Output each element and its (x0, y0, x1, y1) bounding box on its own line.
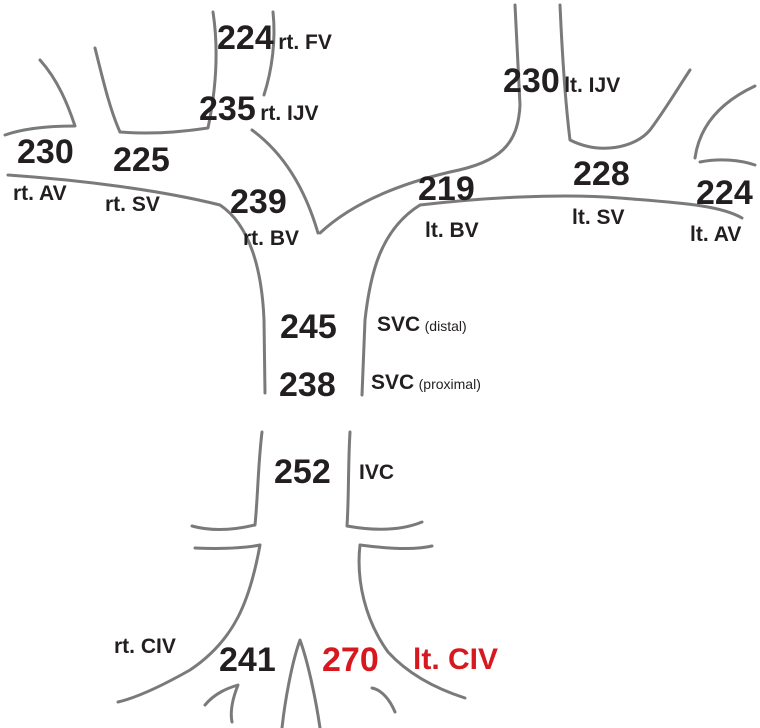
pelvic-branch-center (280, 638, 322, 728)
rt-iliac-branch-upper (193, 543, 262, 550)
lt-iliac-branch-upper (358, 543, 434, 551)
svc-distal-value: 245 (280, 308, 337, 346)
rt-ijv-value: 235 (199, 90, 256, 128)
rt-ijv-lower-wall (250, 128, 320, 235)
lt-av-name: lt. AV (690, 223, 742, 246)
rt-av-name: rt. AV (13, 182, 67, 205)
lt-civ-value: 270 (322, 641, 379, 679)
lt-ijv-value: 230 (503, 62, 560, 100)
pelvic-branch-right (370, 686, 397, 714)
ivc-left-wall (190, 430, 264, 532)
lt-av-value: 224 (696, 174, 753, 212)
rt-sv-name: rt. SV (105, 193, 160, 216)
ivc-name: IVC (359, 461, 395, 484)
rt-av-value: 230 (17, 133, 74, 171)
rt-sv-vessel (93, 46, 122, 134)
svc-distal-qualifier: (distal) (424, 318, 467, 334)
lt-ijv-outer-wall (558, 3, 692, 150)
lt-sv-name: lt. SV (572, 206, 625, 229)
lt-civ-vessel (357, 543, 467, 700)
rt-civ-value: 241 (219, 641, 276, 679)
rt-fv-name: rt. FV (278, 31, 332, 54)
lt-av-lower-wall (698, 158, 757, 167)
lt-av-vessel (693, 84, 757, 160)
svc-proximal-value: 238 (279, 366, 336, 404)
lt-bv-value: 219 (418, 170, 475, 208)
rt-bv-lower-wall (6, 173, 267, 395)
rt-fv-value: 224 (217, 19, 274, 57)
lt-civ-name: lt. CIV (413, 643, 499, 676)
rt-ijv-label: 235 rt. IJV (199, 92, 319, 126)
svc-proximal-qualifier: (proximal) (418, 376, 481, 392)
rt-bv-name: rt. BV (243, 227, 300, 250)
svc-distal-name: SVC (377, 313, 421, 336)
lt-ijv-label: 230 lt. IJV (503, 64, 620, 98)
svc-distal-label: SVC (distal) (377, 314, 467, 335)
pelvic-branch-left (203, 683, 240, 724)
rt-bv-value: 239 (230, 183, 287, 221)
ivc-value: 252 (274, 453, 331, 491)
lt-bv-name: lt. BV (425, 219, 479, 242)
rt-fv-right-wall (262, 10, 276, 97)
ivc-right-wall (345, 430, 424, 531)
rt-ijv-name: rt. IJV (260, 102, 319, 125)
rt-fv-label: 224 rt. FV (217, 21, 332, 55)
svc-proximal-name: SVC (371, 371, 415, 394)
lt-bv-lower-wall (360, 194, 744, 397)
lt-sv-value: 228 (573, 155, 630, 193)
rt-sv-value: 225 (113, 141, 170, 179)
rt-civ-name: rt. CIV (114, 635, 176, 658)
svc-proximal-label: SVC (proximal) (371, 372, 481, 393)
rt-av-vessel (3, 58, 77, 137)
lt-ijv-name: lt. IJV (564, 74, 621, 97)
rt-fv-left-wall (118, 10, 218, 135)
rt-civ-vessel (116, 543, 262, 704)
lt-bv-upper-wall (318, 3, 522, 235)
